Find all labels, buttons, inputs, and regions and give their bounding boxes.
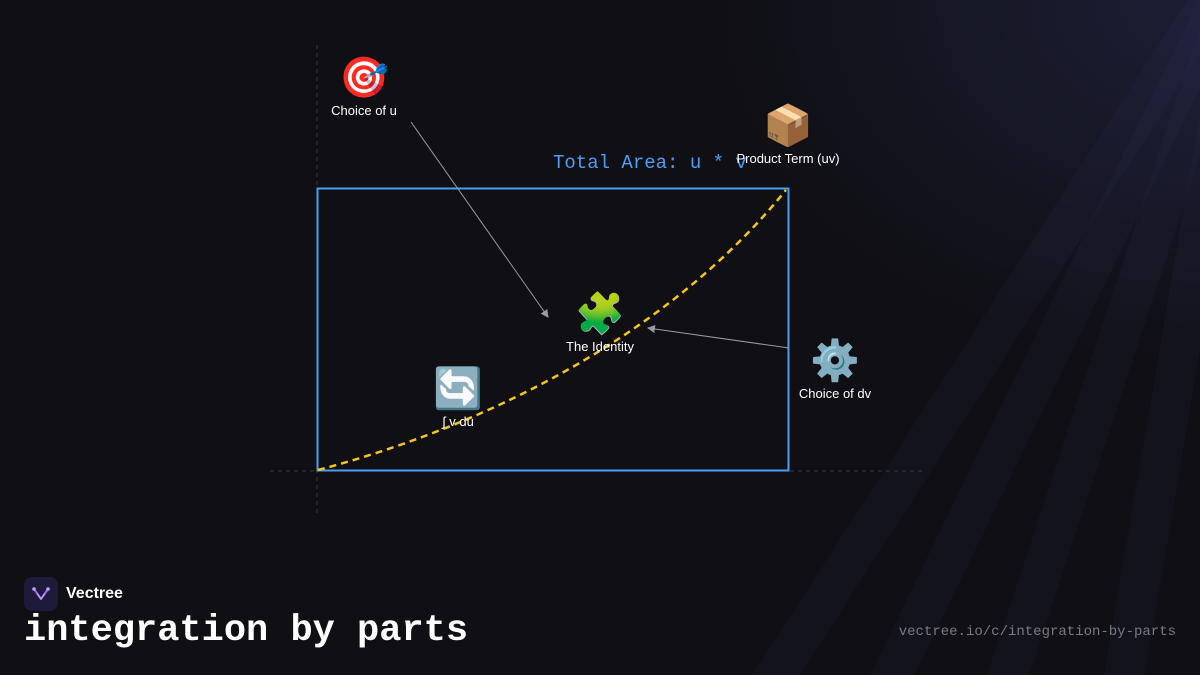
node-label: The Identity xyxy=(566,339,634,354)
puzzle-piece-icon: 🧩 xyxy=(575,292,625,336)
vectree-logo-icon xyxy=(24,577,58,611)
brand-name: Vectree xyxy=(66,585,123,602)
uv-rectangle xyxy=(316,187,790,472)
arrow-choice-dv-to-identity xyxy=(647,325,790,349)
total-area-label: Total Area: u * v xyxy=(553,152,747,174)
node-the-identity[interactable]: 🧩 The Identity xyxy=(566,291,634,354)
node-choice-of-u[interactable]: 🎯 Choice of u xyxy=(331,55,397,118)
page-title: integration by parts xyxy=(24,610,469,652)
arrow-choice-u-to-identity xyxy=(410,121,549,318)
node-integral-v-du[interactable]: 🔄 ∫ v du xyxy=(433,366,483,429)
node-choice-of-dv[interactable]: ⚙️ Choice of dv xyxy=(799,338,871,401)
node-label: Choice of dv xyxy=(798,386,872,401)
target-icon: 🎯 xyxy=(339,56,389,100)
integration-curve xyxy=(317,189,787,472)
refresh-arrows-icon: 🔄 xyxy=(433,367,483,411)
package-icon: 📦 xyxy=(763,104,813,148)
gear-icon: ⚙️ xyxy=(810,339,860,383)
node-label: Product Term (uv) xyxy=(736,151,840,166)
node-product-term[interactable]: 📦 Product Term (uv) xyxy=(736,103,839,166)
brand[interactable]: Vectree xyxy=(24,577,123,611)
node-label: Choice of u xyxy=(331,103,397,118)
source-url[interactable]: vectree.io/c/integration-by-parts xyxy=(898,624,1176,640)
node-label: ∫ v du xyxy=(442,414,474,429)
